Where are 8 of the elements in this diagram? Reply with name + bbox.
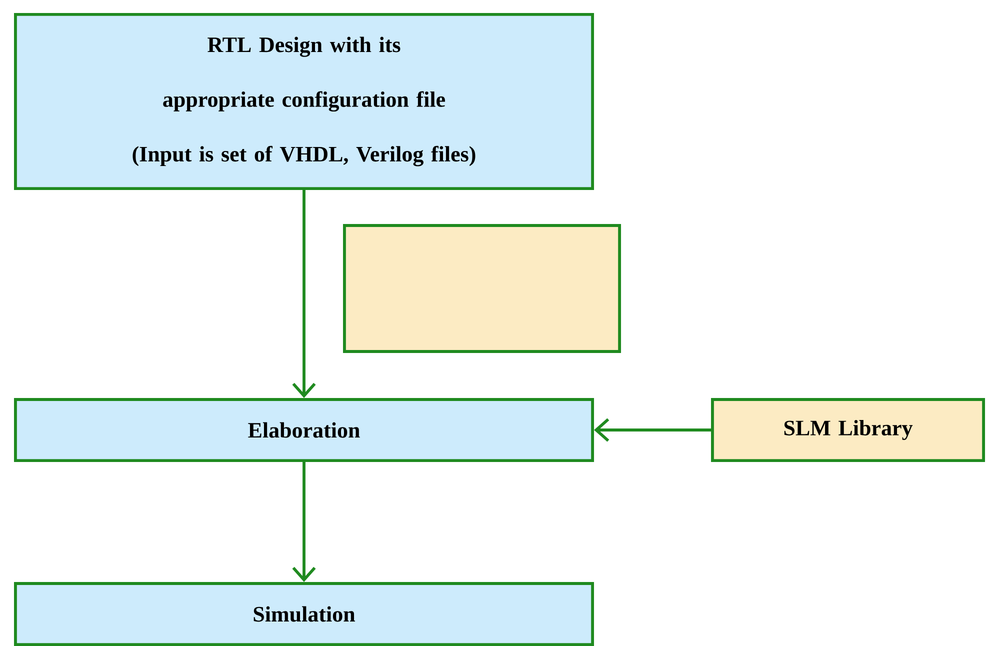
input-box: SLM Library bbox=[711, 398, 986, 462]
arrow bbox=[292, 190, 316, 398]
note-box bbox=[343, 224, 622, 353]
arrow bbox=[594, 418, 712, 442]
arrow bbox=[292, 462, 316, 582]
process-box: Elaboration bbox=[14, 398, 594, 462]
process-box: RTL Design with its appropriate configuration file (Input is set of VHDL, Verilog files) bbox=[14, 12, 594, 190]
process-box: Simulation bbox=[14, 582, 594, 646]
